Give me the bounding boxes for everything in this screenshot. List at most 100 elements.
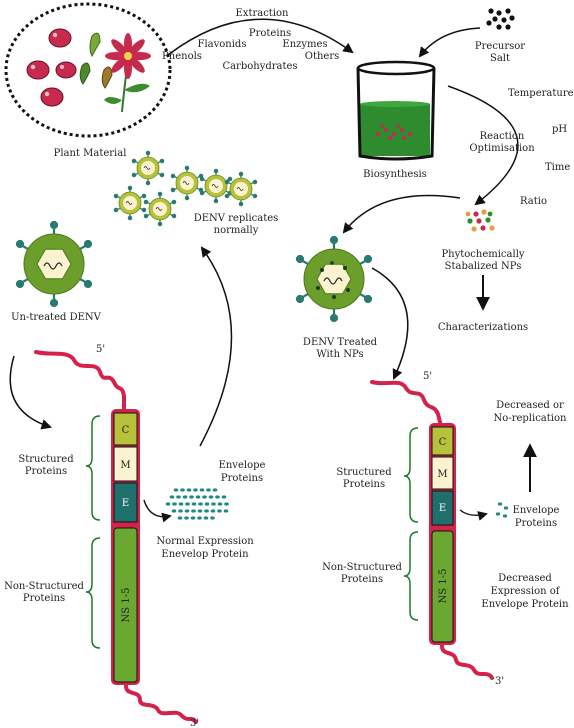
compound-carbohydrates: Carbohydrates [222, 61, 297, 72]
extraction-arrow [167, 18, 354, 56]
plant-material-label: Plant Material [54, 148, 127, 159]
envelope-protein-dot [199, 488, 205, 492]
segment-envelope [113, 482, 138, 523]
envelope-protein-dot [195, 495, 201, 499]
precursor-label-1: Precursor [475, 41, 525, 52]
envelope-protein-dot [217, 509, 222, 513]
beaker-icon [356, 60, 436, 161]
param-ratio: Ratio [520, 196, 547, 207]
envelope-protein-dot [215, 495, 220, 499]
envelope-protein-dot [212, 488, 218, 492]
param-time: Time [545, 162, 570, 173]
left-seg-ns: NS 1-5 [121, 588, 132, 623]
right-nonstructured-1: Non-Structured [322, 562, 402, 573]
leaf-icon [79, 32, 113, 89]
envelope-protein-dot [173, 488, 179, 492]
left-seg-c: C [122, 425, 130, 436]
compound-flavonids: Flavonids [198, 39, 247, 50]
segment-capsid [431, 426, 454, 456]
precursor-salt-dots [486, 8, 515, 30]
treated-virus-icon [295, 235, 373, 323]
characterizations-label: Characterizations [438, 322, 528, 333]
param-ph: pH [552, 124, 567, 135]
envelope-protein-dot [165, 502, 171, 506]
replication-arrow [199, 246, 233, 447]
left-seg-m: M [120, 460, 130, 471]
compound-enzymes: Enzymes [282, 39, 327, 50]
decreased-1: Decreased or [496, 400, 564, 411]
left-expression-2: Enevelop Protein [161, 549, 249, 560]
right-genome-bar [429, 423, 456, 645]
envelope-protein-dot [211, 502, 216, 506]
left-5prime-label: 5' [96, 344, 105, 355]
untreated-virus-icon [15, 220, 93, 308]
left-genome-bar [111, 409, 140, 685]
envelope-protein-dot [206, 488, 211, 492]
left-expression-1: Normal Expression [156, 536, 254, 547]
envelope-protein-dot [184, 516, 189, 520]
envelope-protein-dot [197, 509, 203, 513]
compound-others: Others [305, 51, 340, 62]
compound-phenols: Phenols [162, 51, 202, 62]
segment-membrane [431, 456, 454, 490]
envelope-protein-dot [177, 516, 183, 520]
treated-label-1: DENV Treated [303, 337, 378, 348]
nps-label-2: Stabalized NPs [445, 261, 522, 272]
envelope-protein-dot [193, 488, 198, 492]
untreated-to-genome-arrow [9, 355, 52, 430]
envelope-protein-dot [204, 502, 210, 506]
envelope-protein-dot [180, 488, 185, 492]
replicates-label-1: DENV replicates [194, 213, 279, 224]
envelope-protein-dot [186, 488, 192, 492]
optimisation-arrow [447, 85, 519, 206]
compound-proteins: Proteins [249, 28, 291, 39]
envelope-protein-dot [178, 502, 184, 506]
optimisation-title-1: Reaction [480, 131, 525, 142]
left-structured-1: Structured [18, 454, 74, 465]
envelope-protein-dot [185, 502, 190, 506]
envelope-protein-dot [182, 495, 188, 499]
left-envelope-2: Proteins [221, 473, 263, 484]
envelope-protein-dot [197, 516, 202, 520]
envelope-protein-dot [189, 495, 194, 499]
replicates-label-2: normally [214, 225, 259, 236]
treated-to-genome-arrow [371, 267, 409, 380]
left-structured-2: Proteins [25, 466, 67, 477]
envelope-protein-dot [223, 509, 229, 513]
segment-membrane [113, 446, 138, 482]
right-envelope-1: Envelope [513, 505, 560, 516]
left-3prime-label: 3' [190, 718, 199, 728]
envelope-protein-dots [495, 502, 509, 518]
segment-nonstructural [431, 530, 454, 643]
right-seg-m: M [437, 469, 447, 480]
envelope-protein-dot [202, 495, 207, 499]
left-nonstructured-2: Proteins [23, 593, 65, 604]
envelope-protein-dot [204, 509, 209, 513]
envelope-protein-dot [203, 516, 209, 520]
envelope-protein-dot [191, 502, 197, 506]
left-nonstructured-1: Non-Structured [4, 581, 84, 592]
right-3prime-label: 3' [495, 676, 504, 687]
right-5prime-label: 5' [423, 371, 432, 382]
flower-icon [104, 33, 151, 113]
left-seg-e: E [122, 498, 129, 509]
envelope-protein-dot [210, 509, 216, 513]
envelope-protein-dot [221, 495, 227, 499]
envelope-protein-dot [184, 509, 190, 513]
precursor-label-2: Salt [490, 53, 510, 64]
decreased-2: No-replication [494, 413, 567, 424]
right-envelope-2: Proteins [515, 518, 557, 529]
optimisation-title-2: Optimisation [469, 143, 535, 154]
extraction-title: Extraction [236, 8, 290, 19]
biosynthesis-label: Biosynthesis [363, 169, 427, 180]
right-nonstructured-2: Proteins [341, 574, 383, 585]
untreated-label: Un-treated DENV [11, 312, 102, 323]
right-expression-3: Envelope Protein [481, 599, 569, 610]
rna-3prime-strand [124, 684, 198, 724]
envelope-protein-dot [169, 495, 175, 499]
left-envelope-arrow [143, 499, 172, 523]
plant-material-illustration [4, 2, 172, 138]
envelope-protein-dot [190, 516, 196, 520]
segment-nonstructural [113, 527, 138, 683]
rna-5prime-strand [370, 380, 442, 424]
